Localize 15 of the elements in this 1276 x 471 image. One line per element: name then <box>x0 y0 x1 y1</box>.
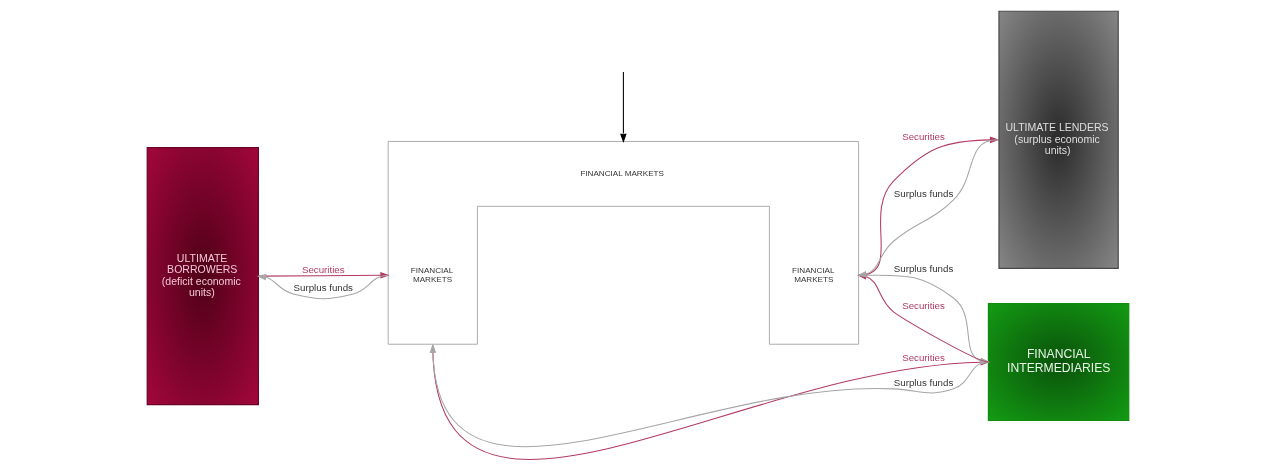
node-text: FINANCIAL MARKETS FINANCIAL MARKETS FINANCIAL MARKETS <box>410 168 835 284</box>
edge-label: Securities <box>301 263 345 275</box>
edge-label: Securities <box>902 131 945 143</box>
edge-label: Surplus funds <box>893 188 954 200</box>
node-box: ULTIMATE BORROWERS (deficit economic units) <box>146 146 259 406</box>
edge-label: Securities <box>902 351 945 363</box>
edge-label: Surplus funds <box>893 377 954 389</box>
arrow <box>620 71 627 144</box>
node-box: ULTIMATE LENDERS (surplus economic units) <box>998 10 1119 269</box>
node-box: FINANCIAL INTERMEDIARIES <box>987 303 1130 422</box>
edge-label: Securities <box>902 300 945 312</box>
arrow <box>256 273 389 300</box>
edge-label: Surplus funds <box>293 282 353 294</box>
arrow <box>257 272 390 279</box>
edge-label: Surplus funds <box>893 262 954 274</box>
